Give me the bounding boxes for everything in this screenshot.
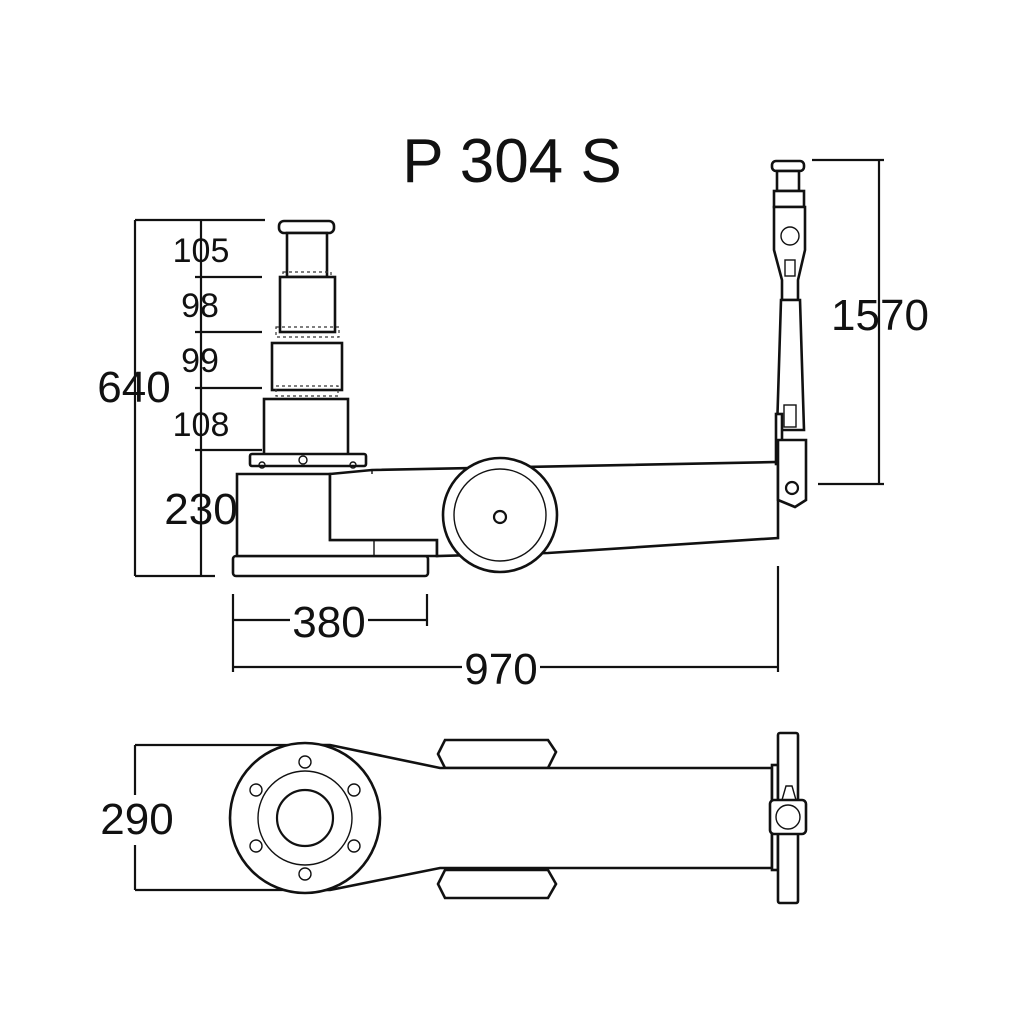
label-stage-1: 105 (173, 232, 230, 270)
side-view: 640 105 98 99 108 230 1570 380 970 (97, 158, 929, 694)
label-width: 290 (100, 795, 173, 844)
label-base-height: 230 (164, 485, 237, 534)
dimension-length-lines (231, 566, 780, 672)
wheel (441, 456, 559, 574)
dimension-stage-line (195, 220, 262, 576)
label-stage-2: 98 (181, 287, 219, 325)
label-stage-3: 99 (181, 342, 219, 380)
model-title: P 304 S (402, 127, 621, 196)
top-handle (768, 731, 808, 905)
dimension-handle-height-line (812, 158, 884, 486)
dimension-width-line (133, 743, 288, 892)
label-total-height: 640 (97, 363, 170, 412)
top-view: 290 (100, 731, 808, 905)
label-base-length: 380 (292, 598, 365, 647)
label-handle-height: 1570 (831, 291, 929, 340)
top-flange (228, 741, 382, 895)
label-total-length: 970 (464, 645, 537, 694)
label-stage-4: 108 (173, 406, 230, 444)
handle (770, 159, 808, 509)
telescopic-cylinder (248, 219, 368, 469)
